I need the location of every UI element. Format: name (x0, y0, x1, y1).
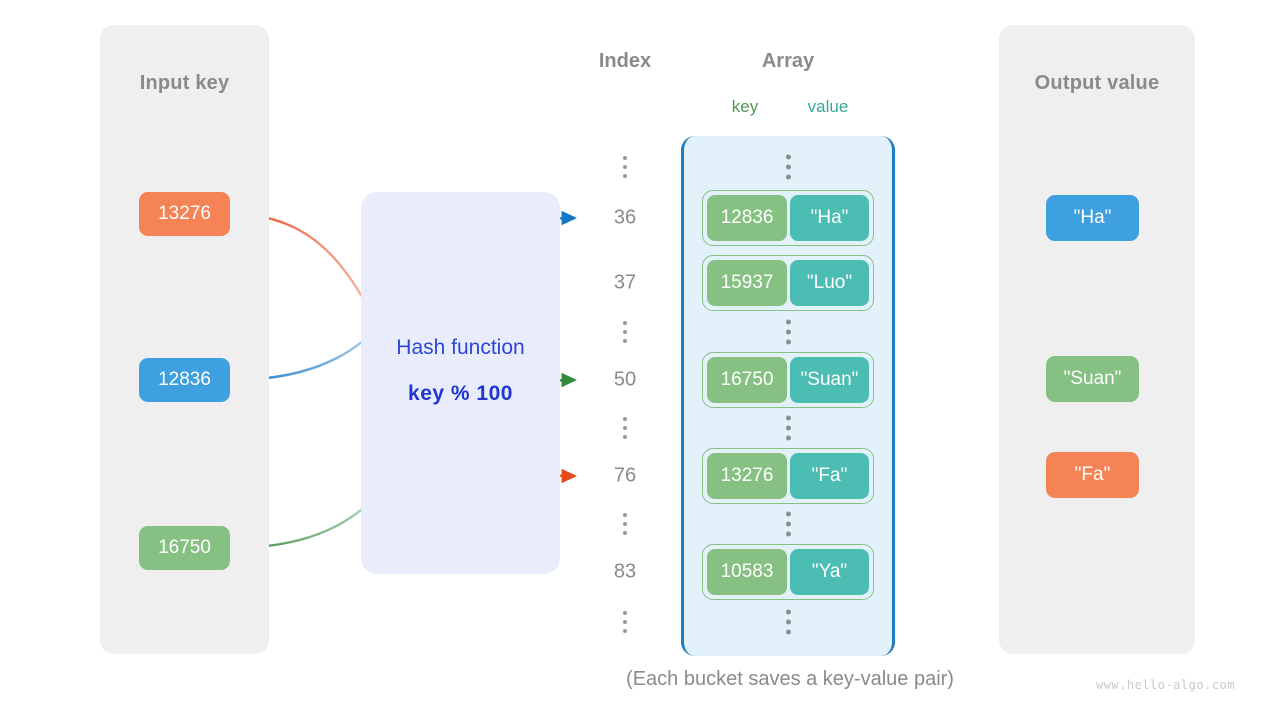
array-ellipsis (753, 319, 823, 345)
bucket-key: 16750 (707, 357, 787, 403)
diagram-caption: (Each bucket saves a key-value pair) (626, 668, 954, 690)
bucket-key: 12836 (707, 195, 787, 241)
index-ellipsis (590, 611, 660, 633)
bucket-row[interactable]: 16750 "Suan" (702, 352, 874, 408)
index-ellipsis (590, 417, 660, 439)
bucket-value: "Suan" (790, 357, 869, 403)
array-ellipsis (753, 415, 823, 441)
bucket-key-subheading: key (731, 97, 759, 116)
array-ellipsis (753, 154, 823, 180)
watermark: www.hello-algo.com (1095, 678, 1235, 692)
bucket-row[interactable]: 10583 "Ya" (702, 544, 874, 600)
array-column-heading: Array (761, 50, 815, 72)
array-ellipsis (753, 609, 823, 635)
input-key-panel-title: Input key (139, 72, 230, 94)
output-value-ha[interactable]: "Ha" (1046, 195, 1139, 241)
array-ellipsis (753, 511, 823, 537)
bucket-value-subheading: value (807, 97, 849, 116)
index-label-36: 36 (613, 206, 637, 229)
bucket-key: 15937 (707, 260, 787, 306)
hash-function-label: Hash function (396, 336, 525, 359)
output-value-fa[interactable]: "Fa" (1046, 452, 1139, 498)
index-label-83: 83 (613, 560, 637, 583)
bucket-value: "Luo" (790, 260, 869, 306)
bucket-value: "Fa" (790, 453, 869, 499)
bucket-key: 10583 (707, 549, 787, 595)
hash-function-box: Hash function key % 100 (361, 192, 560, 574)
index-column-heading: Index (598, 50, 652, 72)
input-key-12836[interactable]: 12836 (139, 358, 230, 402)
bucket-row[interactable]: 12836 "Ha" (702, 190, 874, 246)
index-label-37: 37 (613, 271, 637, 294)
index-ellipsis (590, 513, 660, 535)
index-ellipsis (590, 321, 660, 343)
index-label-50: 50 (613, 368, 637, 391)
index-label-76: 76 (613, 464, 637, 487)
bucket-value: "Ha" (790, 195, 869, 241)
bucket-row[interactable]: 13276 "Fa" (702, 448, 874, 504)
output-value-panel-title: Output value (1034, 72, 1160, 94)
index-ellipsis (590, 156, 660, 178)
bucket-row[interactable]: 15937 "Luo" (702, 255, 874, 311)
output-value-suan[interactable]: "Suan" (1046, 356, 1139, 402)
bucket-value: "Ya" (790, 549, 869, 595)
hash-function-expression: key % 100 (408, 382, 513, 405)
input-key-13276[interactable]: 13276 (139, 192, 230, 236)
input-key-16750[interactable]: 16750 (139, 526, 230, 570)
bucket-key: 13276 (707, 453, 787, 499)
output-value-panel: Output value (999, 25, 1195, 654)
